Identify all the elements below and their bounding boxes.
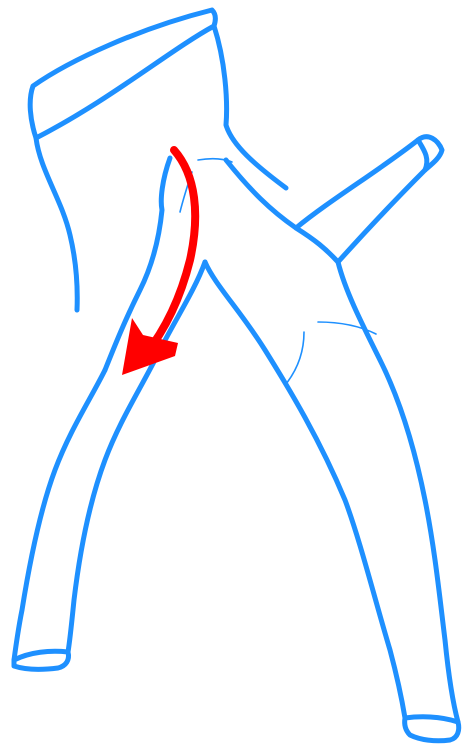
flow-arrow [122, 150, 195, 375]
trunk-right-wall [214, 26, 286, 188]
cross-section-junction [286, 332, 304, 384]
left-leg-outer-wall [14, 370, 105, 660]
left-leg-inner-wall [68, 262, 205, 652]
side-branch-cap [418, 140, 427, 170]
right-leg-inner-wall [205, 262, 405, 718]
side-branch [226, 137, 442, 262]
trunk-left-wall [36, 138, 77, 310]
right-leg-outer-wall [296, 228, 458, 722]
right-leg-bottom-cap [405, 717, 459, 741]
trunk-top-cap [30, 10, 215, 138]
vessel-outline [14, 10, 459, 741]
left-leg-bottom-cap [14, 651, 69, 669]
